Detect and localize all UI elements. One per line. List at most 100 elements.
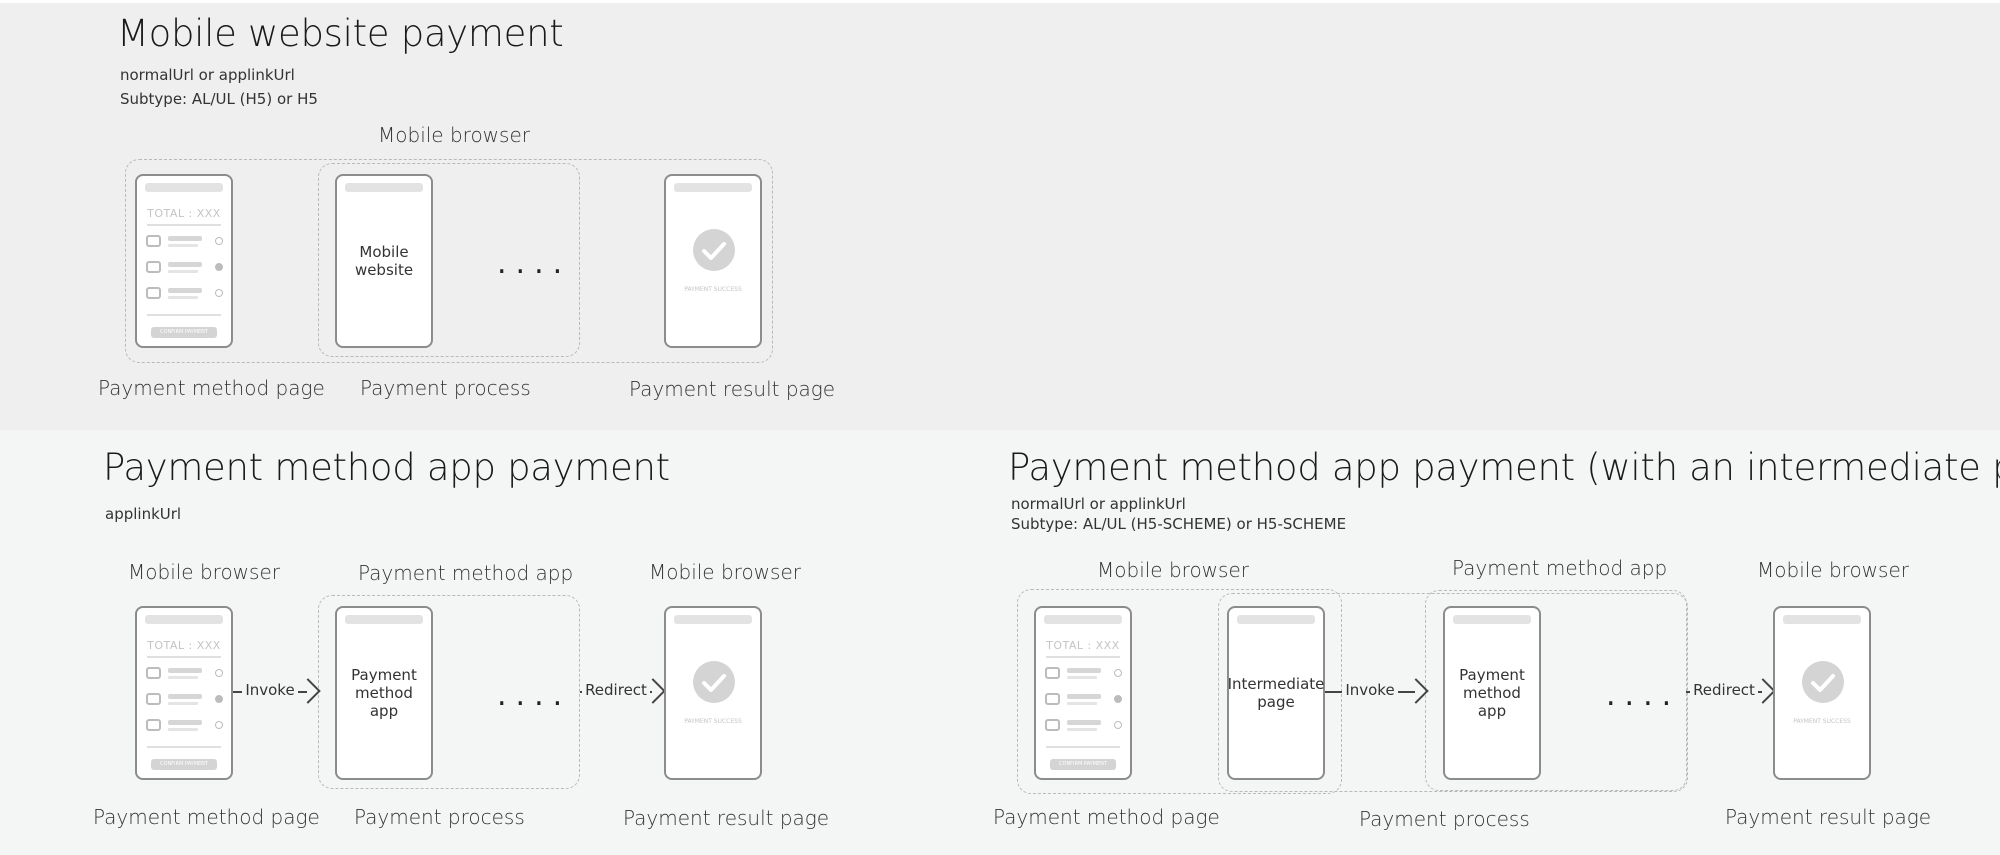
- phone-payment-result-page: PAYMENT SUCCESS: [664, 606, 762, 780]
- radio-icon: [1114, 669, 1122, 677]
- phone-text-line: Intermediate: [1227, 675, 1325, 693]
- phone-text-line: method: [355, 684, 413, 702]
- label-payment-result-page: Payment result page: [629, 377, 836, 401]
- phone-payment-result-page: PAYMENT SUCCESS: [664, 174, 762, 348]
- payment-option-row: [146, 234, 223, 252]
- confirm-payment-button: CONFIRM PAYMENT: [151, 327, 217, 338]
- label-payment-process: Payment process: [1359, 807, 1530, 831]
- group-label-payment-method-app: Payment method app: [358, 561, 574, 585]
- ellipsis: ....: [1606, 678, 1681, 713]
- payment-option-row: [1045, 666, 1122, 684]
- phone-text-line: website: [354, 261, 414, 279]
- label-payment-result-page: Payment result page: [1725, 805, 1932, 829]
- success-text: PAYMENT SUCCESS: [684, 286, 742, 293]
- status-bar: [345, 615, 423, 624]
- section-subtitle: applinkUrl: [105, 505, 182, 523]
- radio-icon: [1114, 721, 1122, 729]
- divider: [147, 656, 221, 658]
- ellipsis: ....: [497, 678, 572, 713]
- success-text: PAYMENT SUCCESS: [1793, 718, 1851, 725]
- phone-text-line: Payment: [1459, 666, 1525, 684]
- section-subtype: Subtype: AL/UL (H5) or H5: [120, 90, 318, 108]
- success-text: PAYMENT SUCCESS: [684, 718, 742, 725]
- label-payment-method-page: Payment method page: [93, 805, 320, 829]
- radio-selected-icon: [215, 263, 223, 271]
- wallet-icon: [146, 667, 161, 679]
- phone-text-line: Mobile: [359, 243, 409, 261]
- check-circle-icon: [1802, 661, 1844, 703]
- group-label-mobile-browser-right: Mobile browser: [649, 560, 801, 584]
- label-payment-result-page: Payment result page: [623, 806, 830, 830]
- invoke-arrow: Invoke: [233, 677, 321, 707]
- wallet-icon: [146, 719, 161, 731]
- arrow-label-redirect: Redirect: [1690, 681, 1758, 699]
- section-title: Payment method app payment: [103, 446, 670, 489]
- wallet-icon: [146, 261, 161, 273]
- radio-icon: [215, 289, 223, 297]
- label-payment-process: Payment process: [354, 805, 525, 829]
- label-payment-method-page: Payment method page: [993, 805, 1220, 829]
- radio-icon: [215, 721, 223, 729]
- radio-icon: [215, 669, 223, 677]
- phone-payment-result-page: PAYMENT SUCCESS: [1773, 606, 1871, 780]
- radio-selected-icon: [1114, 695, 1122, 703]
- phone-text-line: page: [1257, 693, 1295, 711]
- section-app-payment-panel: [0, 430, 2000, 855]
- section-subtitle: normalUrl or applinkUrl: [120, 66, 295, 84]
- confirm-payment-button: CONFIRM PAYMENT: [151, 759, 217, 770]
- group-box-mobile-browser: [125, 159, 773, 363]
- wallet-icon: [1045, 719, 1060, 731]
- status-bar: [1453, 615, 1531, 624]
- group-label-payment-method-app: Payment method app: [1452, 556, 1668, 580]
- status-bar: [1237, 615, 1315, 624]
- payment-option-row: [146, 666, 223, 684]
- payment-option-row: [146, 260, 223, 278]
- divider: [147, 314, 221, 316]
- ellipsis: ....: [497, 246, 572, 281]
- wallet-icon: [1045, 693, 1060, 705]
- total-text: TOTAL : XXX: [147, 207, 221, 220]
- check-circle-icon: [693, 229, 735, 271]
- total-text: TOTAL : XXX: [1046, 639, 1120, 652]
- status-bar: [145, 615, 223, 624]
- status-bar: [674, 183, 752, 192]
- wallet-icon: [1045, 667, 1060, 679]
- phone-text-line: Payment: [351, 666, 417, 684]
- phone-payment-method-page: TOTAL : XXX CONFIRM PAYMENT: [135, 606, 233, 780]
- status-bar: [1783, 615, 1861, 624]
- invoke-arrow: Invoke: [1325, 677, 1429, 707]
- payment-option-row: [146, 718, 223, 736]
- radio-selected-icon: [215, 695, 223, 703]
- payment-option-row: [1045, 692, 1122, 710]
- radio-icon: [215, 237, 223, 245]
- status-bar: [674, 615, 752, 624]
- divider: [1046, 746, 1120, 748]
- label-payment-method-page: Payment method page: [98, 376, 325, 400]
- section-subtype: Subtype: AL/UL (H5-SCHEME) or H5-SCHEME: [1011, 515, 1347, 533]
- group-label-mobile-browser-left: Mobile browser: [1097, 558, 1249, 582]
- group-label-mobile-browser: Mobile browser: [378, 123, 530, 147]
- group-box-payment-process: [318, 163, 580, 357]
- arrow-label-invoke: Invoke: [1342, 681, 1398, 699]
- phone-text-line: app: [1477, 702, 1507, 720]
- status-bar: [1044, 615, 1122, 624]
- payment-option-row: [1045, 718, 1122, 736]
- group-box-payment-process: [318, 595, 580, 789]
- phone-payment-method-page: TOTAL : XXX CONFIRM PAYMENT: [135, 174, 233, 348]
- arrow-label-redirect: Redirect: [582, 681, 650, 699]
- redirect-arrow: Redirect: [580, 677, 666, 707]
- section-subtitle: normalUrl or applinkUrl: [1011, 495, 1186, 513]
- redirect-arrow: Redirect: [1686, 677, 1776, 707]
- confirm-payment-button: CONFIRM PAYMENT: [1050, 759, 1116, 770]
- divider: [1046, 656, 1120, 658]
- wallet-icon: [146, 287, 161, 299]
- payment-option-row: [146, 692, 223, 710]
- group-box-payment-method-app: [1425, 590, 1687, 791]
- total-text: TOTAL : XXX: [147, 639, 221, 652]
- wallet-icon: [146, 235, 161, 247]
- divider: [147, 224, 221, 226]
